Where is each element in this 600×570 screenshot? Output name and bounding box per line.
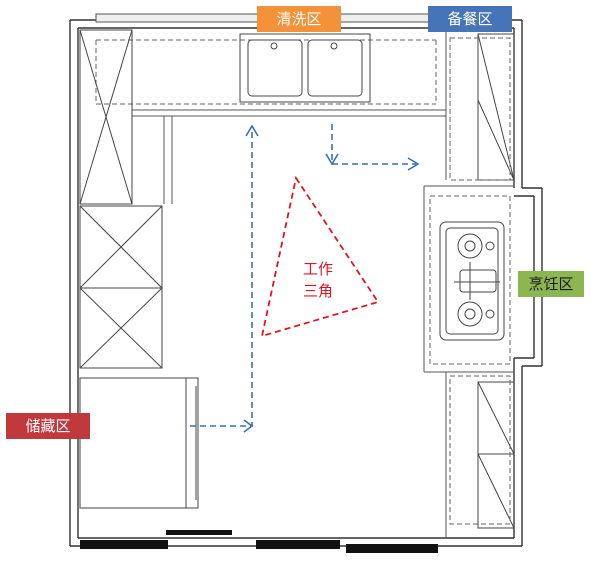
- bottom-thick-walls: [80, 530, 438, 553]
- fridge: [79, 377, 199, 509]
- work-triangle-label-line2: 三角: [302, 282, 333, 300]
- top-counter: [132, 28, 514, 538]
- sink: [239, 33, 371, 103]
- work-triangle: [260, 175, 380, 338]
- top-counter-dashed: [95, 39, 437, 105]
- zone-label-cook: 烹饪区: [518, 271, 584, 297]
- stove: [439, 221, 505, 341]
- path-arrowheads: [243, 124, 420, 433]
- right-upper-dashed: [449, 37, 511, 181]
- stove-dashed: [429, 195, 511, 365]
- work-triangle-label-line1: 工作: [302, 260, 333, 278]
- right-lower-cabinet: [477, 381, 515, 529]
- zone-label-storage: 储藏区: [6, 413, 90, 439]
- zone-label-wash: 清洗区: [257, 6, 341, 32]
- right-upper-cabinet: [477, 33, 515, 181]
- left-base-cabinets: [79, 205, 163, 369]
- left-tall-cabinet: [79, 29, 133, 205]
- zone-label-prep: 备餐区: [428, 6, 512, 32]
